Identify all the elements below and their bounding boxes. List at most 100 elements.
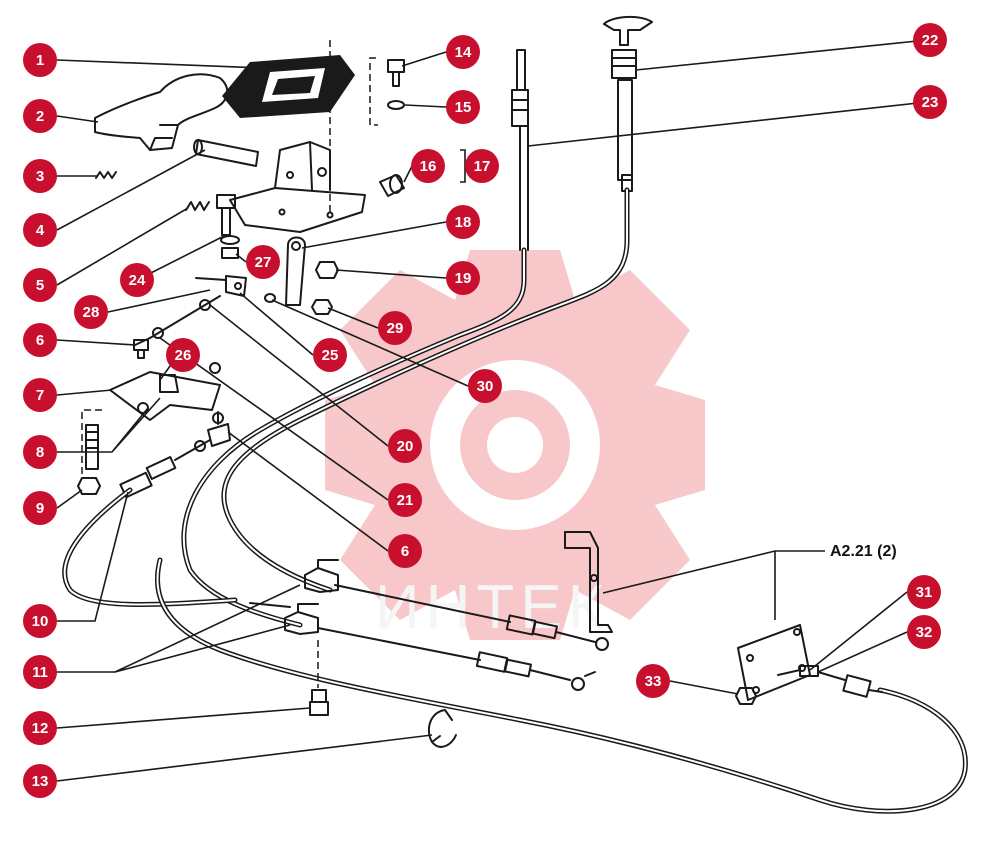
callout-6-bottom: 6	[388, 534, 422, 568]
svg-text:28: 28	[83, 304, 100, 321]
nut-9	[77, 477, 101, 495]
lever-18	[285, 236, 339, 306]
callout-11: 11	[23, 655, 57, 689]
callout-19: 19	[446, 261, 480, 295]
svg-text:13: 13	[32, 773, 49, 790]
callout-16: 16	[411, 149, 445, 183]
callout-8: 8	[23, 435, 57, 469]
spring	[185, 201, 210, 211]
svg-text:29: 29	[387, 320, 404, 337]
callout-24: 24	[120, 263, 154, 297]
cable-end-left	[119, 411, 231, 499]
svg-text:6: 6	[401, 543, 409, 560]
cable-rods	[317, 584, 609, 691]
spring-small	[95, 171, 117, 179]
gear-logo-icon	[325, 250, 705, 640]
clip-13	[427, 709, 457, 748]
svg-text:11: 11	[32, 664, 48, 681]
svg-text:31: 31	[916, 584, 933, 601]
svg-text:14: 14	[455, 44, 472, 61]
svg-text:8: 8	[36, 444, 44, 461]
svg-text:30: 30	[477, 378, 494, 395]
callout-7: 7	[23, 378, 57, 412]
svg-text:27: 27	[255, 254, 272, 271]
cable-23-head	[511, 49, 529, 251]
svg-text:33: 33	[645, 673, 662, 690]
callout-32: 32	[907, 615, 941, 649]
callout-5: 5	[23, 268, 57, 302]
callout-6-top: 6	[23, 323, 57, 357]
callout-14: 14	[446, 35, 480, 69]
watermark: ИНТЕК	[325, 250, 705, 642]
svg-text:17: 17	[474, 158, 491, 175]
callout-4: 4	[23, 213, 57, 247]
clevis-hardware	[195, 275, 333, 315]
rear-bracket-plate	[735, 624, 883, 705]
svg-text:24: 24	[129, 272, 146, 289]
dashed-bracket-14	[369, 57, 378, 126]
svg-text:15: 15	[455, 99, 472, 116]
leader-lines	[56, 39, 928, 782]
parts-drawing	[62, 16, 968, 814]
callout-33: 33	[636, 664, 670, 698]
pedal-bracket	[229, 141, 366, 233]
assembly-reference: A2.21 (2)	[830, 543, 897, 560]
callout-25: 25	[313, 338, 347, 372]
callout-3: 3	[23, 159, 57, 193]
svg-text:32: 32	[916, 624, 933, 641]
callout-17: 17	[465, 149, 499, 183]
svg-text:20: 20	[397, 438, 414, 455]
callout-31: 31	[907, 575, 941, 609]
bolt-and-washer	[387, 59, 405, 110]
svg-text:1: 1	[36, 52, 44, 69]
callout-18: 18	[446, 205, 480, 239]
svg-text:9: 9	[36, 500, 44, 517]
svg-text:5: 5	[36, 277, 44, 294]
svg-text:6: 6	[36, 332, 44, 349]
callout-30: 30	[468, 369, 502, 403]
callout-23: 23	[913, 85, 947, 119]
bushing	[379, 174, 405, 197]
callout-10: 10	[23, 604, 57, 638]
callout-27: 27	[246, 245, 280, 279]
svg-text:4: 4	[36, 222, 45, 239]
stud-8	[81, 409, 102, 475]
callout-1: 1	[23, 43, 57, 77]
svg-text:23: 23	[922, 94, 939, 111]
callouts: 1 2 3 4 5 6 7 8 9 10 11 12 13 14 15 16 1…	[23, 23, 947, 798]
svg-text:26: 26	[175, 347, 192, 364]
svg-text:25: 25	[322, 347, 339, 364]
svg-text:18: 18	[455, 214, 472, 231]
watermark-text: ИНТЕК	[375, 573, 610, 642]
svg-text:10: 10	[32, 613, 49, 630]
svg-text:19: 19	[455, 270, 472, 287]
callout-12: 12	[23, 711, 57, 745]
callout-2: 2	[23, 99, 57, 133]
ref-leader	[602, 550, 825, 620]
callout-29: 29	[378, 311, 412, 345]
callout-9: 9	[23, 491, 57, 525]
callout-28: 28	[74, 295, 108, 329]
callout-22: 22	[913, 23, 947, 57]
svg-text:2: 2	[36, 108, 44, 125]
svg-text:12: 12	[32, 720, 49, 737]
cables	[62, 187, 968, 814]
pivot-pin	[193, 139, 259, 167]
callout-26: 26	[166, 338, 200, 372]
callout-15: 15	[446, 90, 480, 124]
svg-text:3: 3	[36, 168, 44, 185]
svg-text:22: 22	[922, 32, 939, 49]
svg-text:21: 21	[397, 492, 414, 509]
callout-13: 13	[23, 764, 57, 798]
pedal	[94, 73, 229, 151]
callout-21: 21	[388, 483, 422, 517]
svg-text:7: 7	[36, 387, 44, 404]
pedal-pad-rubber	[222, 55, 355, 118]
svg-text:16: 16	[420, 158, 437, 175]
bolt-24	[216, 194, 240, 259]
cable-clamps	[249, 559, 339, 635]
bolt-12	[309, 640, 329, 716]
cable-handle-22	[603, 16, 653, 192]
angle-bracket	[564, 531, 613, 633]
